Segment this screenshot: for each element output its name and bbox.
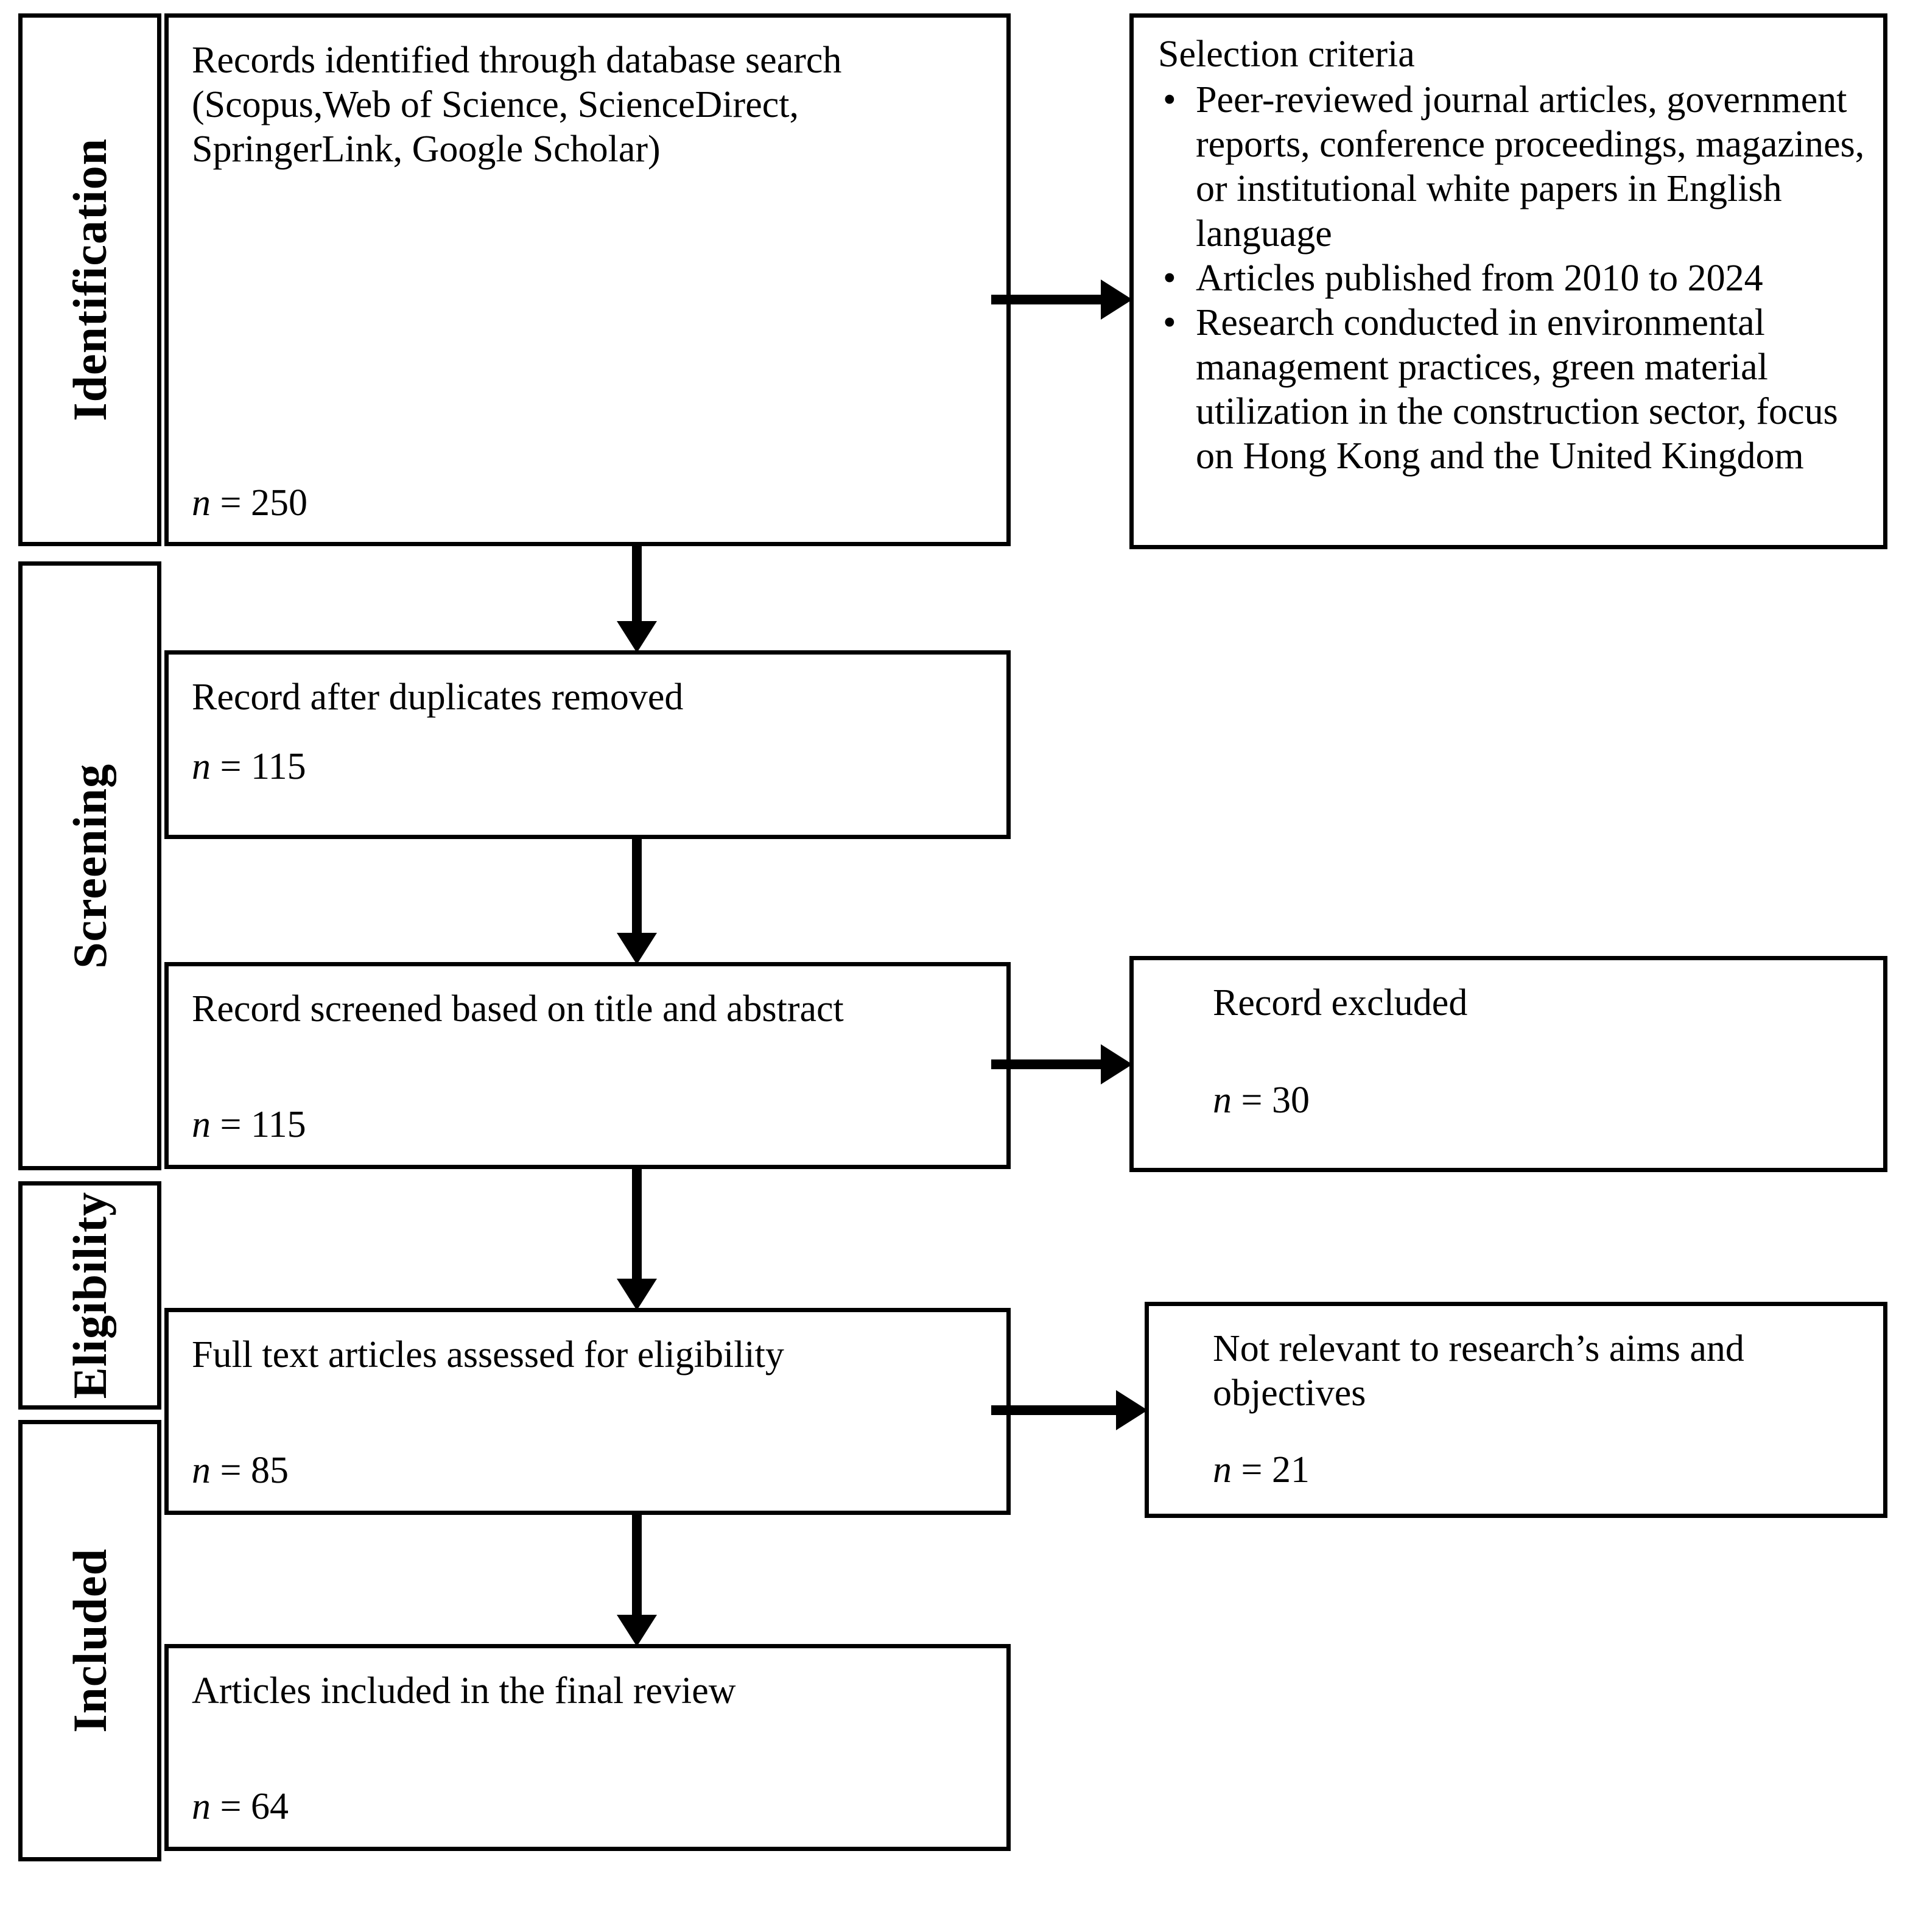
flow-box-content: Full text articles assessed for eligibil… (192, 1333, 988, 1498)
arrow-right-records-to-criteria (991, 273, 1132, 326)
stage-box-identification: Identification (18, 13, 161, 546)
flow-box-title: Record screened based on title and abstr… (192, 988, 844, 1030)
arrow-right-screened-to-excluded (991, 1038, 1132, 1091)
arrow-down-identification-to-screening (609, 542, 665, 653)
flow-box-count: n = 115 (192, 746, 306, 787)
stage-label-identification: Identification (63, 138, 116, 421)
bullet-icon: • (1163, 257, 1176, 299)
flow-box-content: Record screened based on title and abstr… (192, 987, 988, 1153)
flow-box-title: Record after duplicates removed (192, 676, 684, 718)
flow-box-title: Records identified through database sear… (192, 40, 842, 170)
arrow-down-duplicates-to-screened (609, 835, 665, 964)
list-item: • Articles published from 2010 to 2024 (1158, 256, 1867, 301)
flow-box-title: Full text articles assessed for eligibil… (192, 1334, 784, 1375)
stage-label-included: Included (63, 1548, 116, 1733)
side-box-selection-criteria: Selection criteria • Peer-reviewed journ… (1129, 13, 1887, 549)
flow-box-records-screened: Record screened based on title and abstr… (164, 962, 1011, 1169)
arrow-down-screened-to-fulltext (609, 1165, 665, 1310)
side-box-record-excluded: Record excluded n = 30 (1129, 956, 1887, 1172)
flow-box-content: Articles included in the final review (192, 1669, 988, 1835)
list-item-text: Articles published from 2010 to 2024 (1196, 257, 1763, 299)
side-box-count: n = 30 (1213, 1080, 1310, 1121)
arrow-down-fulltext-to-included (609, 1511, 665, 1646)
stage-box-screening: Screening (18, 561, 161, 1170)
selection-criteria-heading: Selection criteria (1158, 33, 1415, 75)
flow-box-count: n = 115 (192, 1103, 306, 1145)
bullet-icon: • (1163, 301, 1176, 343)
flow-box-records-after-duplicates: Record after duplicates removed n = 115 (164, 650, 1011, 839)
bullet-icon: • (1163, 79, 1176, 121)
flow-box-articles-included: Articles included in the final review n … (164, 1644, 1011, 1851)
stage-label-eligibility: Eligibility (63, 1192, 116, 1399)
flow-box-count: n = 64 (192, 1785, 289, 1827)
stage-label-screening: Screening (63, 763, 116, 969)
selection-criteria-content: Selection criteria • Peer-reviewed journ… (1158, 32, 1867, 479)
flow-box-count: n = 250 (192, 482, 307, 524)
side-box-count: n = 21 (1213, 1449, 1310, 1491)
selection-criteria-list: • Peer-reviewed journal articles, govern… (1158, 78, 1867, 479)
side-box-content: Not relevant to research’s aims and obje… (1213, 1327, 1865, 1502)
side-box-content: Record excluded (1213, 981, 1865, 1156)
list-item: • Research conducted in environmental ma… (1158, 301, 1867, 479)
flow-box-count: n = 85 (192, 1449, 289, 1491)
flow-box-records-identified: Records identified through database sear… (164, 13, 1011, 546)
stage-box-included: Included (18, 1420, 161, 1861)
side-box-title: Record excluded (1213, 982, 1468, 1024)
stage-box-eligibility: Eligibility (18, 1181, 161, 1410)
flow-box-title: Articles included in the final review (192, 1670, 736, 1712)
side-box-not-relevant: Not relevant to research’s aims and obje… (1145, 1302, 1887, 1518)
list-item-text: Peer-reviewed journal articles, governme… (1196, 79, 1865, 255)
flow-box-content: Records identified through database sear… (192, 38, 988, 530)
flow-box-full-text-assessed: Full text articles assessed for eligibil… (164, 1308, 1011, 1515)
list-item-text: Research conducted in environmental mana… (1196, 301, 1838, 477)
arrow-right-fulltext-to-notrelevant (991, 1383, 1148, 1437)
side-box-title: Not relevant to research’s aims and obje… (1213, 1328, 1744, 1414)
list-item: • Peer-reviewed journal articles, govern… (1158, 78, 1867, 256)
flow-box-content: Record after duplicates removed (192, 675, 988, 823)
